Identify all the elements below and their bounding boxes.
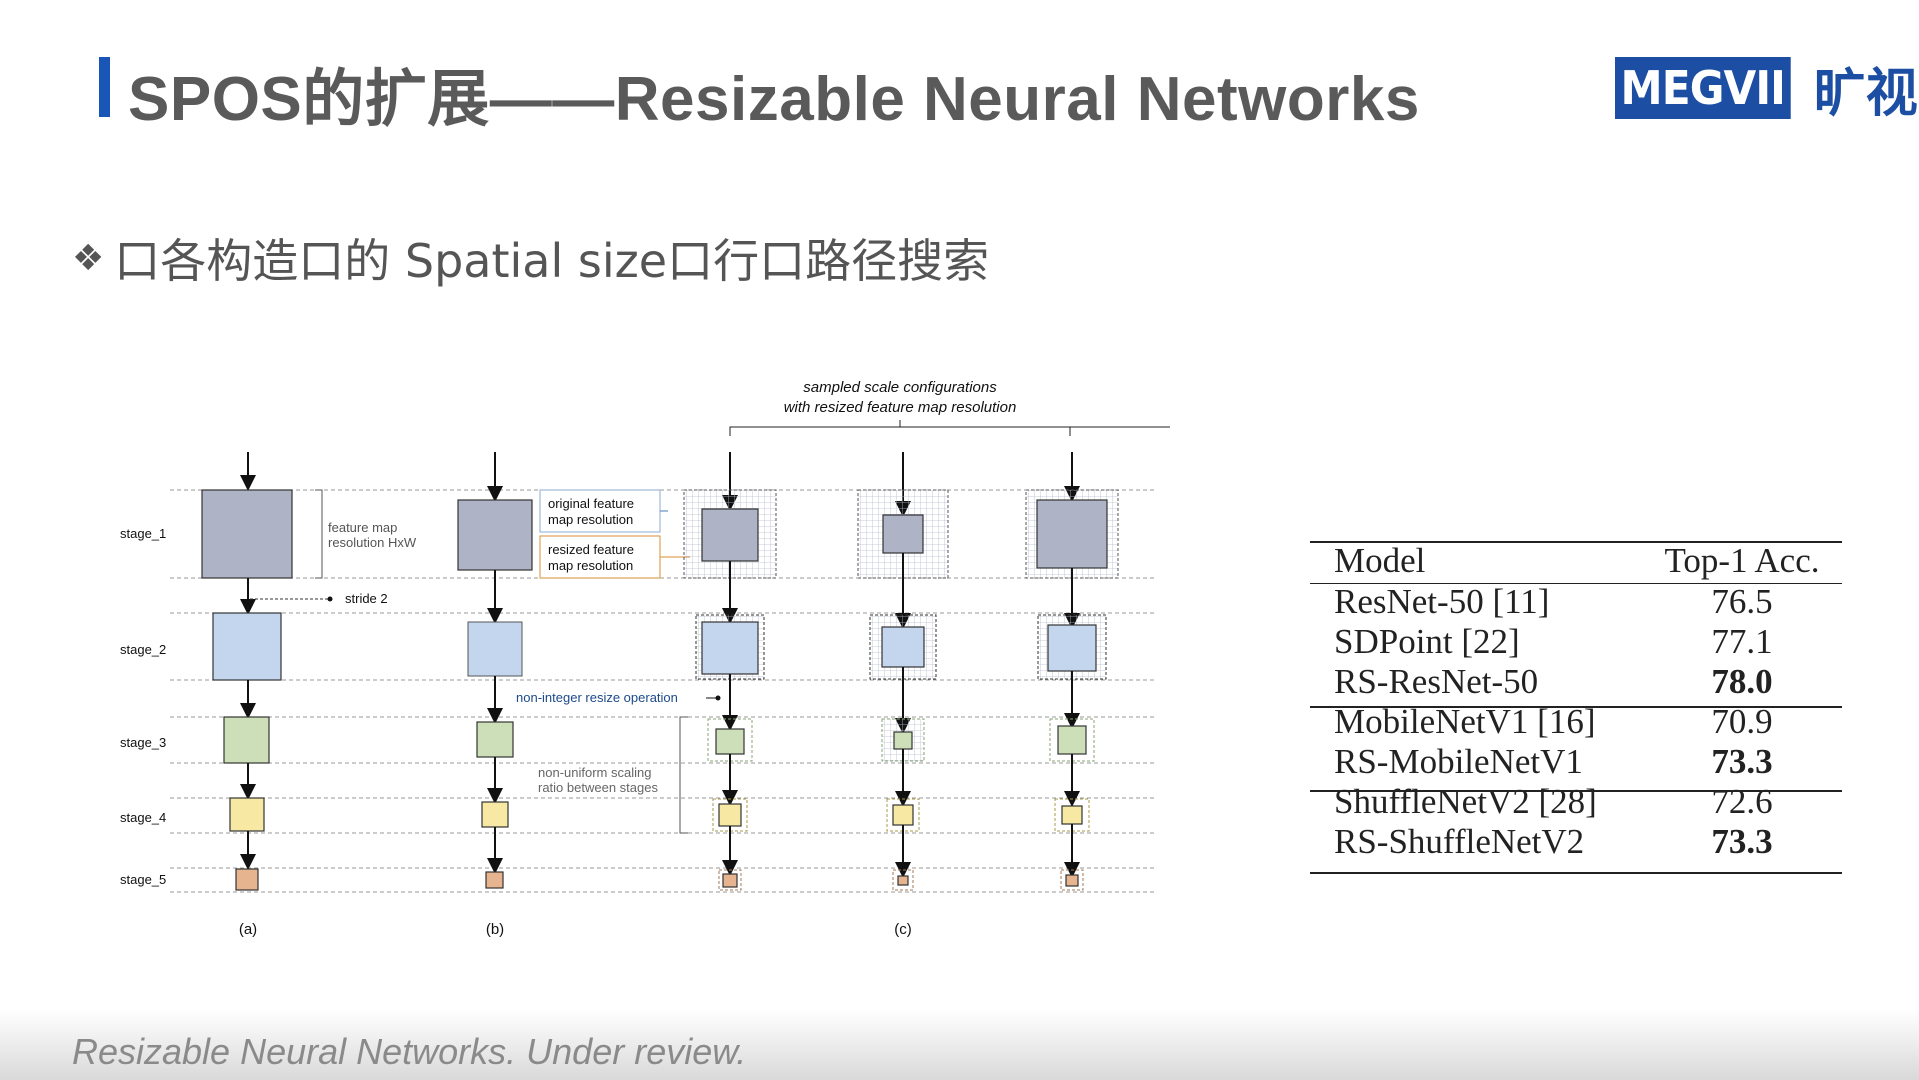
table-group-rule-1: [1310, 706, 1842, 708]
non-uniform-label-1: non-uniform scaling: [538, 765, 651, 780]
table-row: MobileNetV1 [16] 70.9: [1310, 702, 1842, 742]
page-title: SPOS的扩展——Resizable Neural Networks: [128, 65, 1420, 134]
acc-cell: 72.6: [1711, 782, 1773, 821]
feature-map-label-1: feature map: [328, 520, 397, 535]
stride-label: stride 2: [345, 591, 388, 606]
table-header-rule: [1310, 583, 1842, 584]
column-c-config-2: [857, 452, 949, 891]
model-cell: RS-ResNet-50: [1334, 662, 1539, 701]
table-row: ShuffleNetV2 [28] 72.6: [1310, 782, 1842, 822]
stage-label-2: stage_2: [120, 642, 166, 657]
model-cell: MobileNetV1 [16]: [1334, 702, 1596, 741]
table-row: SDPoint [22] 77.1: [1310, 622, 1842, 662]
table-row: RS-ResNet-50 78.0: [1310, 662, 1842, 702]
legend-original-line2: map resolution: [548, 512, 633, 527]
model-cell: SDPoint [22]: [1334, 622, 1520, 661]
acc-cell: 77.1: [1711, 622, 1773, 661]
acc-cell-best: 78.0: [1711, 662, 1773, 701]
accuracy-table: Model Top-1 Acc. ResNet-50 [11] 76.5 SDP…: [1310, 540, 1842, 862]
legend-resized-line2: map resolution: [548, 558, 633, 573]
legend-original: original feature map resolution: [539, 489, 668, 533]
megvii-logo: MEGVII 旷视: [1615, 57, 1918, 124]
legend-original-line1: original feature: [548, 496, 634, 511]
acc-cell: 76.5: [1711, 582, 1773, 621]
model-cell: ShuffleNetV2 [28]: [1334, 782, 1597, 821]
bullet-point: ❖ 口各构造口的 Spatial size口行口路径搜索: [72, 225, 989, 291]
stage-label-1: stage_1: [120, 526, 166, 541]
column-c-config-1: [683, 452, 777, 891]
diamond-bullet-icon: ❖: [72, 237, 105, 279]
stage-label-4: stage_4: [120, 810, 166, 825]
bullet-text: 口各构造口的 Spatial size口行口路径搜索: [114, 234, 990, 288]
stage-label-5: stage_5: [120, 872, 166, 887]
feature-map-label-2: resolution HxW: [328, 535, 417, 550]
panel-label-a: (a): [239, 921, 257, 938]
table-bottom-rule: [1310, 872, 1842, 874]
footer-band: [0, 1010, 1919, 1080]
non-integer-resize-label: non-integer resize operation: [516, 690, 678, 705]
column-c-config-3: [1025, 452, 1119, 891]
column-a: [201, 452, 293, 891]
column-b: [457, 452, 533, 889]
top-brace: [729, 426, 1170, 436]
header-model: Model: [1334, 541, 1426, 580]
stage-dashed-lines: [170, 489, 1155, 893]
top-annotation-line1: sampled scale configurations: [803, 379, 997, 396]
table-row: ResNet-50 [11] 76.5: [1310, 582, 1842, 622]
model-cell: RS-MobileNetV1: [1334, 742, 1583, 781]
legend-resized: resized feature map resolution: [539, 535, 690, 579]
logo-text: MEGVII: [1615, 57, 1791, 119]
top-brace-right: [730, 420, 1071, 436]
header-acc: Top-1 Acc.: [1664, 541, 1820, 580]
model-cell: ResNet-50 [11]: [1334, 582, 1550, 621]
acc-cell-best: 73.3: [1711, 742, 1773, 781]
non-uniform-label-2: ratio between stages: [538, 780, 658, 795]
panel-label-c: (c): [894, 921, 912, 938]
acc-cell-best: 73.3: [1711, 822, 1773, 861]
non-uniform-brace: [679, 716, 688, 834]
panel-label-b: (b): [486, 921, 504, 938]
table-row: RS-MobileNetV1 73.3: [1310, 742, 1842, 782]
table-row: RS-ShuffleNetV2 73.3: [1310, 822, 1842, 862]
table-top-rule: [1310, 541, 1842, 543]
model-cell: RS-ShuffleNetV2: [1334, 822, 1585, 861]
footer-citation: Resizable Neural Networks. Under review.: [72, 1031, 747, 1072]
table-header-row: Model Top-1 Acc.: [1310, 540, 1842, 582]
title-accent-bar: [99, 57, 110, 117]
feature-map-brace: [315, 489, 323, 579]
resizable-network-diagram: sampled scale configurations with resize…: [120, 379, 1170, 938]
top-annotation-line2: with resized feature map resolution: [784, 399, 1017, 416]
logo-chinese-text: 旷视: [1813, 63, 1918, 124]
table-group-rule-2: [1310, 790, 1842, 792]
legend-resized-line1: resized feature: [548, 542, 634, 557]
stage-label-3: stage_3: [120, 735, 166, 750]
acc-cell: 70.9: [1711, 702, 1773, 741]
